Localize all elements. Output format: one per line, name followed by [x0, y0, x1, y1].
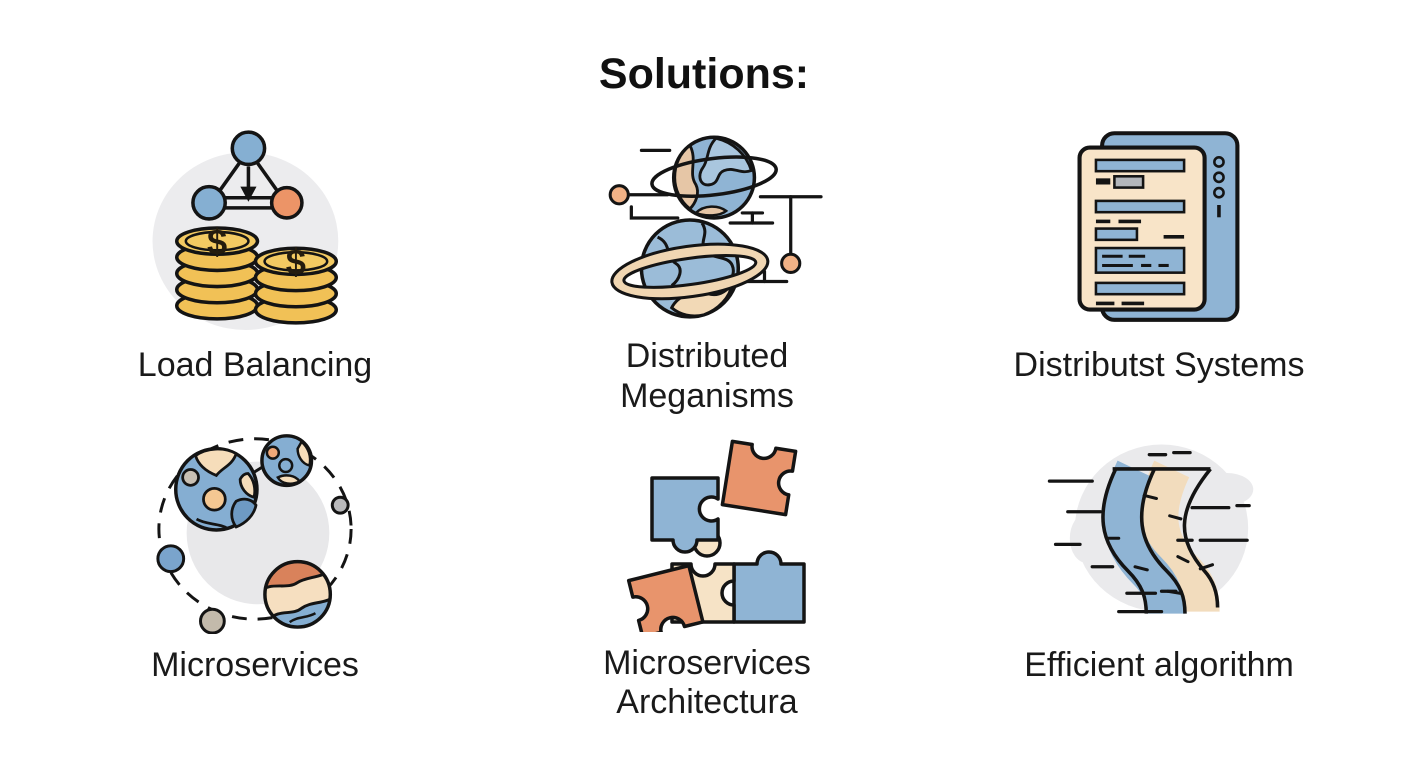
winding-path-icon: [1047, 416, 1272, 634]
puzzle-pieces-icon: [596, 416, 818, 632]
document-tablet-icon: [1057, 116, 1262, 334]
page-title: Solutions:: [598, 50, 810, 98]
solution-label-distributed-meganisms: Distributed Meganisms: [620, 337, 794, 415]
dollar-glyph: $: [285, 241, 305, 282]
solution-card-microservices: Microservices: [29, 416, 481, 716]
solutions-grid: $ $ Load Balancing: [29, 116, 1385, 721]
solution-label-microservices-architectura: Microservices Architectura: [603, 644, 811, 722]
orbiting-planets-icon: [139, 416, 371, 634]
dollar-glyph: $: [207, 221, 227, 262]
solution-card-distributed-meganisms: Distributed Meganisms: [481, 116, 933, 416]
solution-label-microservices: Microservices: [151, 646, 359, 684]
ringed-planets-icon: [591, 116, 823, 325]
solution-label-load-balancing: Load Balancing: [137, 346, 373, 384]
solution-label-efficient-algorithm: Efficient algorithm: [1024, 646, 1294, 684]
solution-card-load-balancing: $ $ Load Balancing: [29, 116, 481, 416]
solution-label-distributst-systems: Distributst Systems: [1013, 346, 1305, 384]
solution-card-distributst-systems: Distributst Systems: [933, 116, 1385, 416]
solution-card-microservices-architectura: Microservices Architectura: [481, 416, 933, 721]
load-balancing-icon: $ $: [143, 116, 368, 334]
solution-card-efficient-algorithm: Efficient algorithm: [933, 416, 1385, 716]
